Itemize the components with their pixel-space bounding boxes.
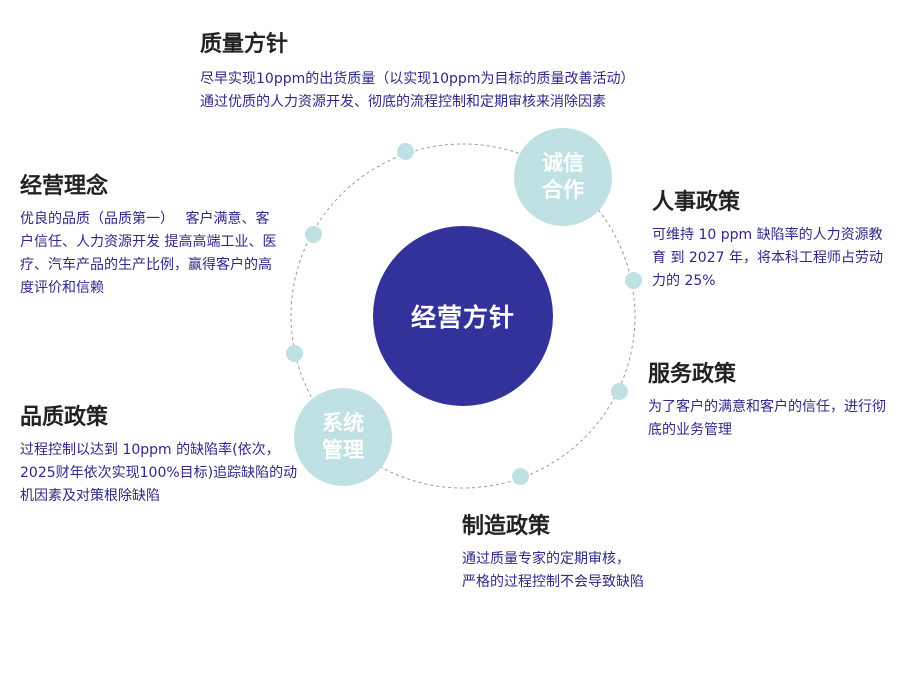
manufacturing-policy-line-1: 通过质量专家的定期审核，: [462, 551, 630, 567]
manufacturing-policy-title: 制造政策: [462, 514, 551, 539]
service-policy-text: 为了客户的满意和客户的信任，进行彻底的业务管理: [648, 399, 886, 438]
quality-control-policy-block: 品质政策 过程控制以达到 10ppm 的缺陷率(依次，2025财年依次实现100…: [20, 403, 300, 508]
center-label: 经营方针: [410, 303, 515, 332]
manufacturing-policy-line-2: 严格的过程控制不会导致缺陷: [462, 574, 644, 590]
hr-policy-title: 人事政策: [652, 190, 741, 215]
quality-control-policy-text: 过程控制以达到 10ppm 的缺陷率(依次，2025财年依次实现100%目标)追…: [20, 442, 298, 504]
manufacturing-policy-text: 通过质量专家的定期审核， 严格的过程控制不会导致缺陷: [462, 548, 722, 594]
quality-policy-text: 尽早实现10ppm的出货质量（以实现10ppm为目标的质量改善活动） 通过优质的…: [200, 68, 740, 114]
orbit-dot: [286, 345, 303, 362]
management-concept-block: 经营理念 优良的品质（品质第一） 客户满意、客户信任、人力资源开发 提高高端工业…: [20, 172, 282, 300]
quality-policy-title: 质量方针: [200, 32, 289, 57]
quality-control-policy-title: 品质政策: [20, 405, 109, 430]
service-policy-block: 服务政策 为了客户的满意和客户的信任，进行彻底的业务管理: [648, 360, 898, 442]
hr-policy-text: 可维持 10 ppm 缺陷率的人力资源教育 到 2027 年，将本科工程师占劳动…: [652, 227, 883, 289]
orbit-dot: [611, 383, 628, 400]
management-concept-text: 优良的品质（品质第一） 客户满意、客户信任、人力资源开发 提高高端工业、医疗、汽…: [20, 211, 277, 296]
quality-policy-block: 质量方针 尽早实现10ppm的出货质量（以实现10ppm为目标的质量改善活动） …: [200, 30, 740, 114]
system-management-label: 系统管理: [322, 411, 364, 462]
integrity-cooperation-bubble: 诚信合作: [514, 128, 612, 226]
quality-policy-line-1: 尽早实现10ppm的出货质量（以实现10ppm为目标的质量改善活动）: [200, 71, 635, 87]
manufacturing-policy-block: 制造政策 通过质量专家的定期审核， 严格的过程控制不会导致缺陷: [462, 512, 722, 594]
orbit-dot: [305, 226, 322, 243]
system-management-bubble: 系统管理: [294, 388, 392, 486]
orbit-dot: [625, 272, 642, 289]
orbit-dot: [397, 143, 414, 160]
center-circle: 经营方针: [373, 226, 553, 406]
service-policy-title: 服务政策: [648, 362, 737, 387]
orbit-dot: [512, 468, 529, 485]
quality-policy-line-2: 通过优质的人力资源开发、彻底的流程控制和定期审核来消除因素: [200, 94, 606, 110]
management-concept-title: 经营理念: [20, 174, 109, 199]
hr-policy-block: 人事政策 可维持 10 ppm 缺陷率的人力资源教育 到 2027 年，将本科工…: [652, 188, 892, 293]
integrity-cooperation-label: 诚信合作: [542, 151, 584, 202]
